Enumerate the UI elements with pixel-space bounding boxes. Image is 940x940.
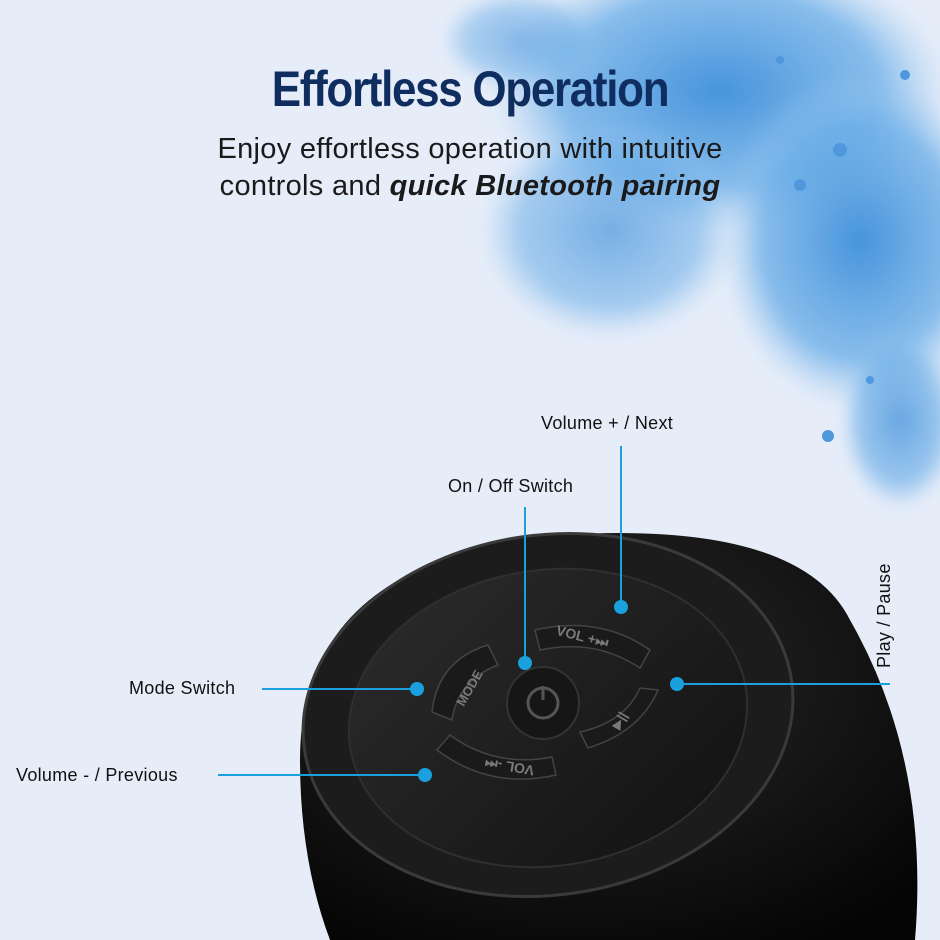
callout-mode: Mode Switch (129, 678, 236, 698)
dot-volume-prev (418, 768, 432, 782)
dot-play-pause (670, 677, 684, 691)
callout-play-pause: Play / Pause (874, 563, 894, 668)
speaker (300, 531, 918, 940)
callout-lines (218, 446, 890, 776)
dot-volume-next (614, 600, 628, 614)
dot-mode (410, 682, 424, 696)
callout-volume-next: Volume + / Next (541, 413, 674, 433)
page-title: Effortless Operation (271, 61, 670, 117)
subtitle-plain: controls and (219, 170, 390, 202)
watercolor-splash (440, 0, 940, 510)
subtitle-line-1: Enjoy effortless operation with intuitiv… (217, 133, 723, 165)
play-label: ▶|| (609, 709, 631, 731)
callout-dots (410, 600, 684, 782)
callout-power: On / Off Switch (448, 476, 574, 496)
subtitle-emphasis: quick Bluetooth pairing (389, 170, 721, 202)
dot-power (518, 656, 532, 670)
callout-volume-prev: Volume - / Previous (16, 765, 178, 785)
watercolor-drops (776, 56, 910, 442)
subtitle-line-2: controls and quick Bluetooth pairing (0, 170, 940, 203)
